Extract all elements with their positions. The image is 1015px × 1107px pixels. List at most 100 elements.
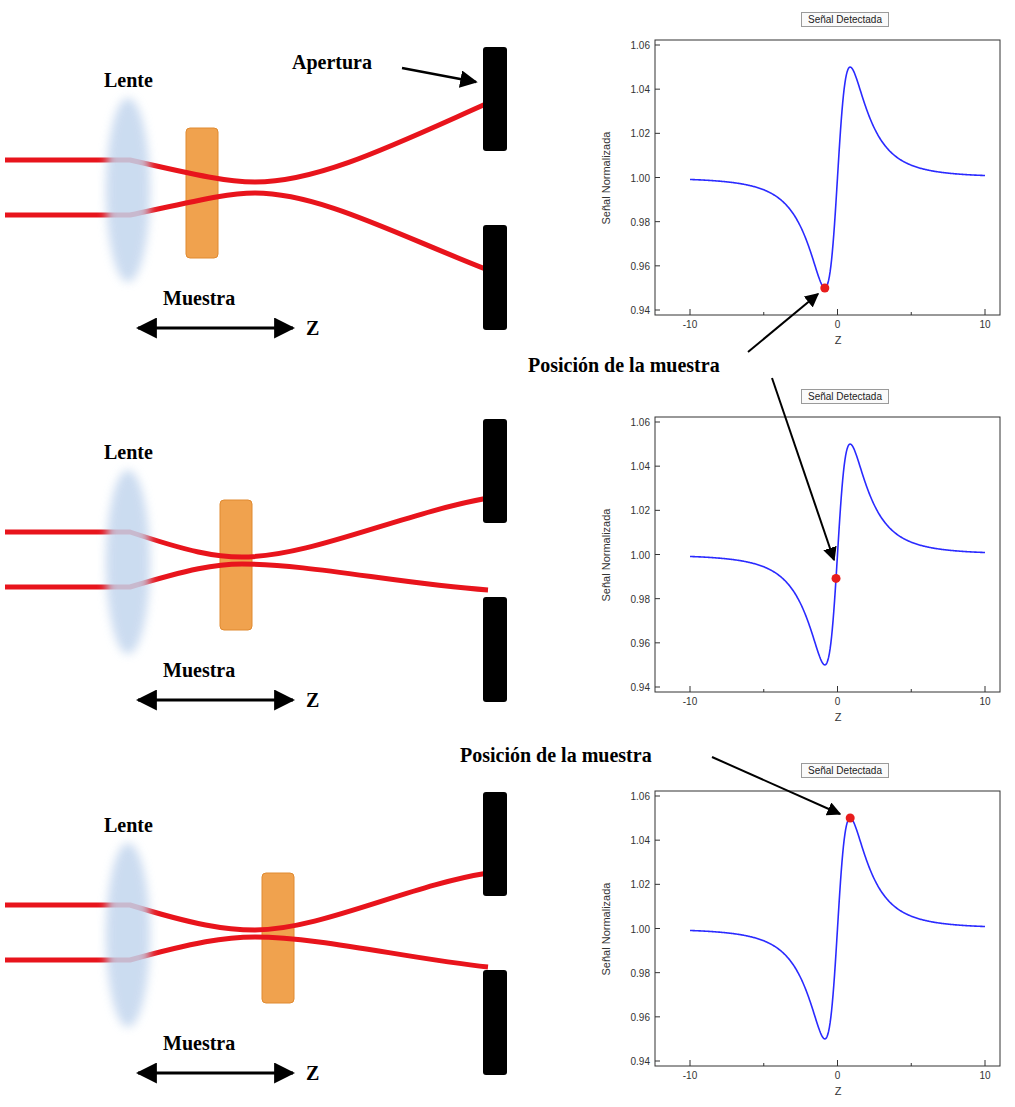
tick-mark <box>690 309 691 315</box>
tick-mark <box>655 89 660 90</box>
chart <box>655 40 1000 315</box>
tick-label: 0.94 <box>631 682 650 693</box>
tick-mark <box>655 972 660 973</box>
tick-mark <box>763 1063 764 1066</box>
tick-label: 0.96 <box>631 260 650 271</box>
tick-mark <box>655 642 660 643</box>
aperture-bar <box>483 419 507 523</box>
plot-frame <box>655 791 1000 1066</box>
tick-mark <box>985 1060 986 1066</box>
sample-position-dot <box>820 284 829 293</box>
chart-title: Señal Detectada <box>808 391 882 402</box>
tick-mark <box>655 1016 660 1017</box>
axis-title: Señal Normalizada <box>600 883 612 976</box>
tick-label: 1.06 <box>631 417 650 428</box>
tick-label: 1.04 <box>631 84 650 95</box>
pointer-arrow <box>772 378 834 560</box>
tick-label: 1.06 <box>631 40 650 51</box>
axis-title: Señal Normalizada <box>600 509 612 602</box>
axis-title: Z <box>835 711 842 723</box>
tick-label: 0.98 <box>631 967 650 978</box>
tick-label: 1.02 <box>631 505 650 516</box>
setup-row <box>5 47 507 330</box>
tick-mark <box>655 884 660 885</box>
tick-mark <box>985 686 986 692</box>
tick-mark <box>655 510 660 511</box>
tick-mark <box>655 598 660 599</box>
tick-mark <box>655 466 660 467</box>
tick-mark <box>655 45 660 46</box>
pointer-arrow <box>748 294 818 352</box>
tick-mark <box>837 309 838 315</box>
tick-mark <box>690 1060 691 1066</box>
tick-mark <box>911 1063 912 1066</box>
callout-text: Posición de la muestra <box>460 744 652 767</box>
chart <box>655 791 1000 1066</box>
callout-text: Posición de la muestra <box>528 354 720 377</box>
tick-label: 1.02 <box>631 128 650 139</box>
chart-title-box: Señal Detectada <box>801 389 889 404</box>
sample <box>186 128 218 258</box>
tick-label: -10 <box>683 696 697 707</box>
part-label: Lente <box>104 69 153 92</box>
tick-label: 10 <box>979 696 990 707</box>
sample-position-dot <box>832 574 841 583</box>
tick-mark <box>911 689 912 692</box>
axis-label: Z <box>306 1062 319 1085</box>
tick-mark <box>911 312 912 315</box>
part-label: Lente <box>104 814 153 837</box>
part-label: Muestra <box>163 1032 235 1055</box>
tick-mark <box>655 796 660 797</box>
plot-frame <box>655 417 1000 692</box>
tick-label: 1.00 <box>631 172 650 183</box>
laser-beam <box>5 193 488 270</box>
chart-title-box: Señal Detectada <box>801 12 889 27</box>
axis-title: Z <box>835 1085 842 1097</box>
tick-mark <box>837 686 838 692</box>
tick-label: 1.06 <box>631 791 650 802</box>
tick-mark <box>655 840 660 841</box>
tick-label: 0.96 <box>631 1011 650 1022</box>
signal-curve <box>690 444 985 665</box>
aperture-bar <box>483 970 507 1075</box>
tick-mark <box>655 1061 660 1062</box>
setup-row <box>5 792 507 1075</box>
tick-mark <box>655 310 660 311</box>
tick-label: 0.96 <box>631 637 650 648</box>
z-arrow <box>138 327 293 330</box>
signal-curve <box>690 67 985 288</box>
tick-label: -10 <box>683 319 697 330</box>
aperture-bar <box>483 47 507 151</box>
tick-label: 1.04 <box>631 835 650 846</box>
tick-mark <box>690 686 691 692</box>
part-label: Muestra <box>163 659 235 682</box>
laser-beam <box>5 498 488 557</box>
tick-mark <box>655 133 660 134</box>
aperture-bar <box>483 792 507 896</box>
z-arrow <box>138 699 293 702</box>
chart-title: Señal Detectada <box>808 14 882 25</box>
tick-label: 0.94 <box>631 1056 650 1067</box>
tick-label: 1.04 <box>631 461 650 472</box>
axis-title: Señal Normalizada <box>600 132 612 225</box>
tick-mark <box>655 928 660 929</box>
tick-mark <box>655 554 660 555</box>
part-label: Muestra <box>163 287 235 310</box>
tick-label: -10 <box>683 1070 697 1081</box>
tick-mark <box>655 265 660 266</box>
tick-label: 1.00 <box>631 923 650 934</box>
lens <box>106 470 150 654</box>
tick-mark <box>837 1060 838 1066</box>
tick-label: 0.98 <box>631 216 650 227</box>
laser-beam <box>5 564 488 590</box>
tick-mark <box>655 687 660 688</box>
axis-title: Z <box>835 334 842 346</box>
sample-position-dot <box>846 813 855 822</box>
tick-label: 10 <box>979 1070 990 1081</box>
tick-label: 1.02 <box>631 879 650 890</box>
tick-label: 0 <box>835 696 841 707</box>
part-label: Lente <box>104 441 153 464</box>
